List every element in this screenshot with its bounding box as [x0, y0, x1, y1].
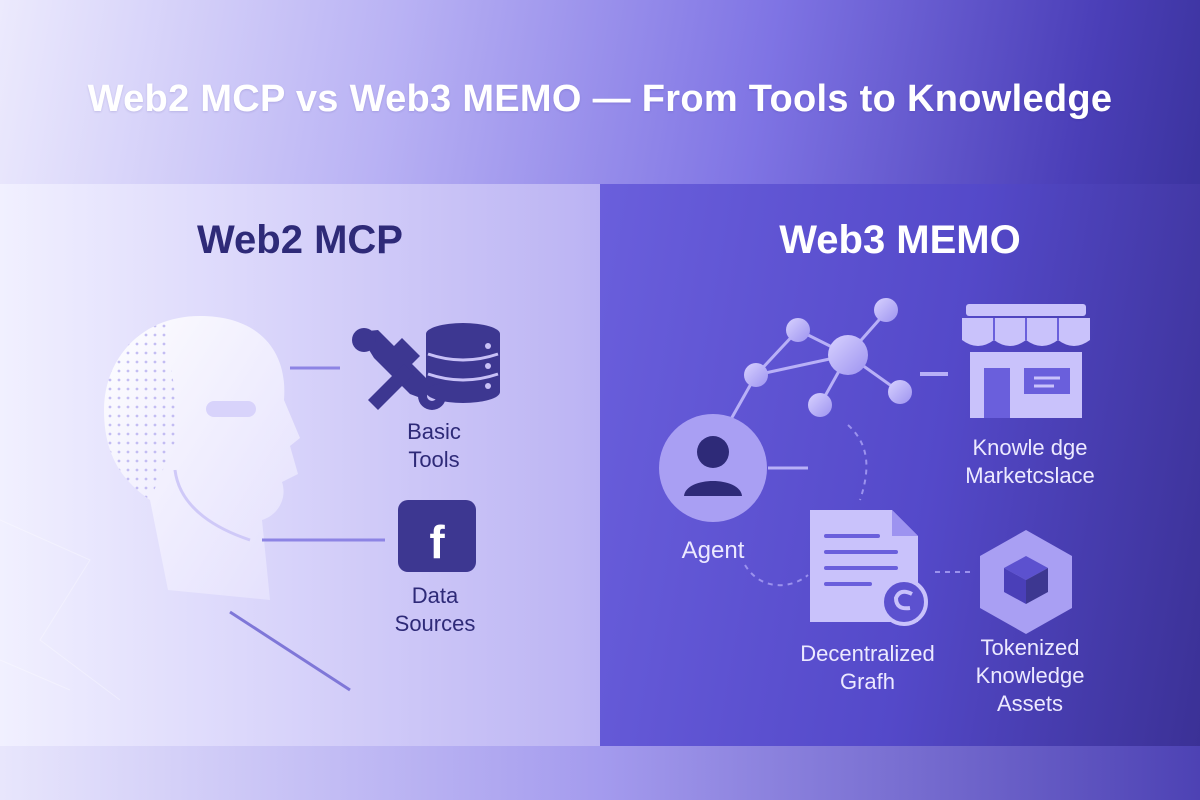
basic-tools-label-line1: Basic [407, 419, 461, 444]
data-sources-label-line2: Sources [394, 611, 476, 636]
basic-tools-label: Basic Tools [374, 418, 494, 474]
basic-tools-label-line2: Tools [408, 447, 460, 472]
database-icon [426, 323, 500, 403]
web3-heading: Web3 MEMO [779, 218, 1021, 262]
background-network-lines [0, 519, 121, 701]
agent-label: Agent [681, 537, 745, 564]
decentralized-graph-label: Decentralized Grafh [780, 640, 955, 696]
agent-avatar-icon [659, 414, 767, 522]
market-label-line1: Knowle dge [972, 435, 1088, 460]
storefront-icon [962, 304, 1090, 418]
assets-label-line3: Assets [996, 691, 1064, 716]
assets-label-line1: Tokenized [980, 635, 1080, 660]
token-cube-icon [980, 530, 1072, 634]
market-label-line2: Marketcslace [965, 463, 1095, 488]
bottom-band [0, 746, 1200, 800]
data-sources-label-line1: Data [411, 583, 459, 608]
web2-heading: Web2 MCP [197, 218, 403, 262]
tokenized-assets-label: Tokenized Knowledge Assets [955, 634, 1105, 718]
network-graph-icon [724, 298, 912, 429]
dashed-connectors [744, 424, 972, 587]
head-diagonal-line [229, 610, 351, 692]
facebook-icon [398, 500, 476, 572]
page-title: Web2 MCP vs Web3 MEMO — From Tools to Kn… [87, 78, 1113, 120]
data-sources-label: Data Sources [370, 582, 500, 638]
facebook-glyph: f [429, 516, 445, 568]
document-icon [810, 510, 928, 626]
graph-label-line1: Decentralized [800, 641, 935, 666]
assets-label-line2: Knowledge [975, 663, 1085, 688]
web2-panel [0, 184, 600, 746]
human-head-icon [104, 316, 300, 600]
graph-label-line2: Grafh [839, 669, 896, 694]
knowledge-marketplace-label: Knowle dge Marketcslace [945, 434, 1115, 490]
